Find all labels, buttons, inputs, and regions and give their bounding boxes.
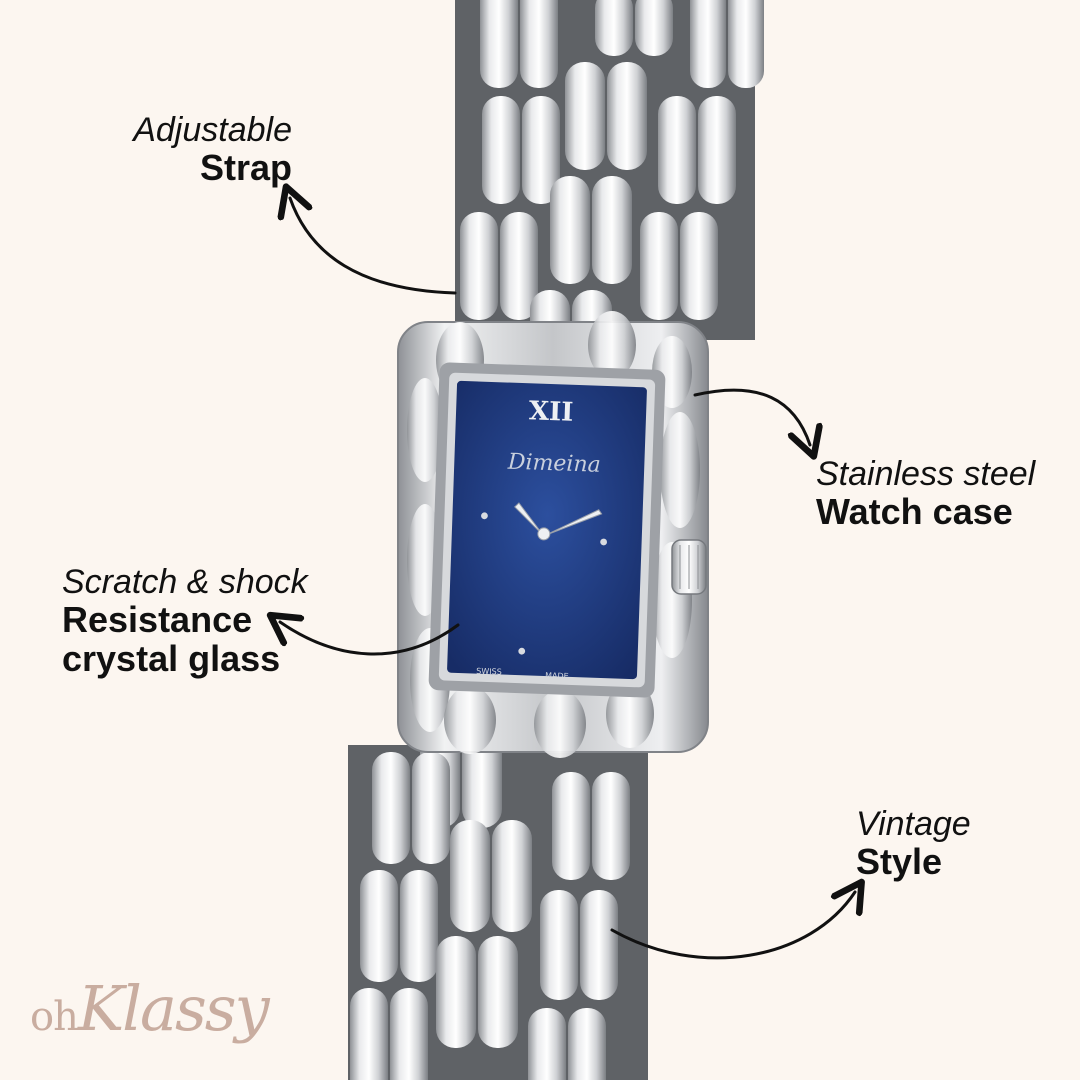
callout-glass-bold-2: crystal glass bbox=[62, 637, 281, 679]
callout-glass-bold-1: Resistance bbox=[62, 598, 253, 640]
callout-case-bold: Watch case bbox=[816, 490, 1013, 532]
dial-numeral: XII bbox=[528, 396, 574, 428]
callout-style-bold: Style bbox=[856, 840, 943, 882]
callout-strap-bold: Strap bbox=[199, 146, 292, 188]
glass-arrow bbox=[280, 622, 460, 656]
dial-brand-text: Dimeina bbox=[506, 450, 601, 478]
dial-swiss-text: SWISS bbox=[476, 667, 502, 677]
callout-strap-light: Adjustable bbox=[133, 111, 292, 149]
brand-logo: ohKlassy bbox=[30, 972, 270, 1045]
watch-hands bbox=[514, 502, 603, 541]
watch-dial: XII Dimeina SWISS MADE bbox=[447, 380, 647, 681]
callout-case-light: Stainless steel bbox=[816, 455, 1036, 493]
callout-glass-light: Scratch & shock bbox=[62, 563, 308, 601]
case-arrow bbox=[693, 388, 810, 445]
watch-bracelet-lower bbox=[348, 720, 648, 1080]
watch-bracelet-upper bbox=[455, 0, 764, 370]
callout-style-light: Vintage bbox=[856, 805, 971, 843]
logo-prefix: oh bbox=[30, 994, 79, 1040]
logo-name: Klassy bbox=[77, 972, 270, 1045]
style-arrow bbox=[610, 892, 855, 960]
strap-arrow bbox=[290, 198, 457, 295]
callout-case: Stainless steel Watch case bbox=[816, 456, 1035, 532]
crown-knob bbox=[671, 539, 707, 595]
callout-strap: Adjustable Strap bbox=[108, 112, 292, 188]
dial-made-text: MADE bbox=[545, 671, 569, 681]
callout-style: Vintage Style bbox=[856, 806, 971, 882]
callout-glass: Scratch & shock Resistance crystal glass bbox=[62, 564, 308, 678]
